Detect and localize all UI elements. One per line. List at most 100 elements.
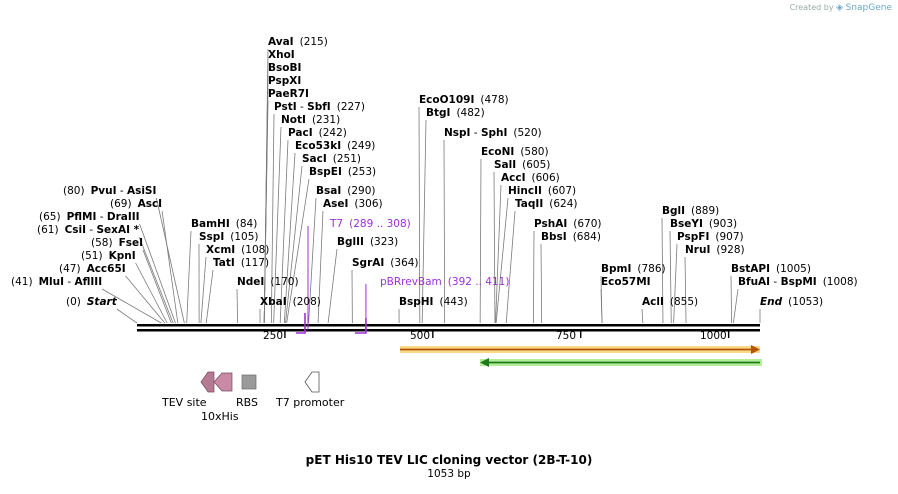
enzyme-position: (253)	[348, 166, 376, 178]
enzyme-leader-line-40	[541, 244, 542, 323]
enzyme-name: PaeR7I	[268, 88, 309, 100]
enzyme-name: BspHI	[399, 296, 433, 308]
enzyme-label-29[interactable]: SgrAI(364)	[352, 257, 419, 269]
enzyme-label-35[interactable]: SalI(605)	[494, 159, 550, 171]
enzyme-label-26[interactable]: BsaI(290)	[316, 185, 375, 197]
enzyme-name: BspMI	[781, 276, 817, 288]
enzyme-label-38[interactable]: TaqII(624)	[515, 198, 577, 210]
enzyme-leader-line-47	[685, 257, 686, 323]
enzyme-label-27[interactable]: AseI(306)	[323, 198, 383, 210]
enzyme-label-23[interactable]: Eco53kI(249)	[295, 140, 375, 152]
enzyme-label-25[interactable]: BspEI(253)	[309, 166, 376, 178]
enzyme-leader-line-4	[143, 250, 171, 323]
enzyme-label-31[interactable]: EcoO109I(478)	[419, 94, 509, 106]
enzyme-name: BsaI	[316, 185, 341, 197]
enzyme-label-30[interactable]: BspHI(443)	[399, 296, 468, 308]
enzyme-position: (108)	[241, 244, 269, 256]
map-title: pET His10 TEV LIC cloning vector (2B-T-1…	[0, 453, 898, 467]
enzyme-name: Eco57MI	[601, 276, 651, 288]
enzyme-label-0[interactable]: (0)Start	[66, 296, 117, 308]
enzyme-label-40[interactable]: BbsI(684)	[541, 231, 601, 243]
enzyme-label-32[interactable]: BtgI (482)	[426, 107, 485, 119]
enzyme-label-5[interactable]: (61)CsiI - SexAI *	[37, 224, 139, 236]
enzyme-label-47[interactable]: NruI(928)	[685, 244, 745, 256]
enzyme-position: (61)	[37, 224, 59, 236]
enzyme-label-4[interactable]: (58)FseI	[91, 237, 143, 249]
enzyme-label-19[interactable]: PaeR7I	[268, 88, 309, 100]
enzyme-separator: -	[64, 276, 74, 288]
enzyme-position: (249)	[347, 140, 375, 152]
snapgene-credit: Created by ◈ SnapGene	[790, 3, 892, 13]
enzyme-label-34[interactable]: EcoNI(580)	[481, 146, 549, 158]
enzyme-label-50[interactable]: End(1053)	[760, 296, 823, 308]
enzyme-label-45[interactable]: BseYI(903)	[670, 218, 737, 230]
enzyme-label-13[interactable]: NdeI(170)	[237, 276, 299, 288]
primer-label-pbrrevbam[interactable]: pBRrevBam(392 .. 411)	[380, 276, 509, 288]
enzyme-label-39[interactable]: PshAI(670)	[534, 218, 602, 230]
enzyme-label-37[interactable]: HincII(607)	[508, 185, 576, 197]
enzyme-name: FseI	[119, 237, 143, 249]
t7-promoter-arrow-icon	[305, 372, 319, 392]
enzyme-leader-line-42	[601, 289, 602, 323]
enzyme-position: (670)	[573, 218, 601, 230]
enzyme-label-2[interactable]: (47)Acc65I	[59, 263, 126, 275]
enzyme-label-44[interactable]: BglI(889)	[662, 205, 719, 217]
enzyme-label-8[interactable]: (80)PvuI - AsiSI	[63, 185, 156, 197]
tick-label-750: 750	[556, 330, 576, 342]
enzyme-label-46[interactable]: PspFI(907)	[677, 231, 744, 243]
enzyme-separator: -	[770, 276, 780, 288]
enzyme-label-17[interactable]: BsoBI	[268, 62, 301, 74]
enzyme-label-48[interactable]: BstAPI(1005)	[731, 263, 811, 275]
enzyme-name: NotI	[281, 114, 306, 126]
backbone-top-strand	[137, 324, 760, 327]
enzyme-name: XhoI	[268, 49, 295, 61]
enzyme-label-18[interactable]: PspXI	[268, 75, 301, 87]
enzyme-position: (855)	[670, 296, 698, 308]
enzyme-name: PflMI	[67, 211, 97, 223]
enzyme-position: (1008)	[823, 276, 858, 288]
enzyme-separator: -	[86, 224, 96, 236]
enzyme-label-9[interactable]: BamHI(84)	[191, 218, 257, 230]
enzyme-name: PacI	[288, 127, 313, 139]
enzyme-label-1[interactable]: (41)MluI - AflIII	[11, 276, 102, 288]
enzyme-label-20[interactable]: PstI - SbfI(227)	[274, 101, 365, 113]
enzyme-label-22[interactable]: PacI (242)	[288, 127, 347, 139]
enzyme-name: BamHI	[191, 218, 230, 230]
enzyme-position: (482)	[456, 107, 484, 119]
enzyme-label-43[interactable]: AclI(855)	[642, 296, 698, 308]
enzyme-label-6[interactable]: (65)PflMI - DraIII	[39, 211, 140, 223]
enzyme-position: (903)	[709, 218, 737, 230]
enzyme-label-36[interactable]: AccI(606)	[501, 172, 560, 184]
enzyme-label-12[interactable]: TatI(117)	[213, 257, 269, 269]
enzyme-label-28[interactable]: BglII(323)	[337, 236, 398, 248]
map-length: 1053 bp	[0, 468, 898, 480]
enzyme-name: AccI	[501, 172, 525, 184]
enzyme-name: BstAPI	[731, 263, 770, 275]
enzyme-label-10[interactable]: SspI(105)	[199, 231, 258, 243]
primer-label-t7[interactable]: T7(289 .. 308)	[330, 218, 411, 230]
enzyme-leader-line-19	[264, 101, 268, 323]
enzyme-label-14[interactable]: XbaI(208)	[260, 296, 321, 308]
enzyme-label-7[interactable]: (69)AscI	[110, 198, 162, 210]
enzyme-name: BtgI	[426, 107, 450, 119]
enzyme-label-3[interactable]: (51)KpnI	[81, 250, 136, 262]
enzyme-label-24[interactable]: SacI(251)	[302, 153, 361, 165]
enzyme-name: AflIII	[74, 276, 102, 288]
enzyme-position: (208)	[293, 296, 321, 308]
enzyme-position: (242)	[319, 127, 347, 139]
enzyme-position: (907)	[715, 231, 743, 243]
enzyme-position: (607)	[548, 185, 576, 197]
enzyme-label-15[interactable]: AvaI(215)	[268, 36, 328, 48]
enzyme-label-42[interactable]: Eco57MI	[601, 276, 651, 288]
enzyme-label-41[interactable]: BpmI(786)	[601, 263, 666, 275]
enzyme-label-49[interactable]: BfuAI - BspMI(1008)	[738, 276, 858, 288]
enzyme-label-11[interactable]: XcmI(108)	[206, 244, 269, 256]
enzyme-label-21[interactable]: NotI(231)	[281, 114, 340, 126]
enzyme-position: (41)	[11, 276, 33, 288]
enzyme-leader-line-9	[187, 231, 191, 323]
enzyme-position: (928)	[716, 244, 744, 256]
legend-label-rbs: RBS	[236, 396, 258, 409]
enzyme-label-33[interactable]: NspI - SphI(520)	[444, 127, 542, 139]
enzyme-label-16[interactable]: XhoI	[268, 49, 295, 61]
